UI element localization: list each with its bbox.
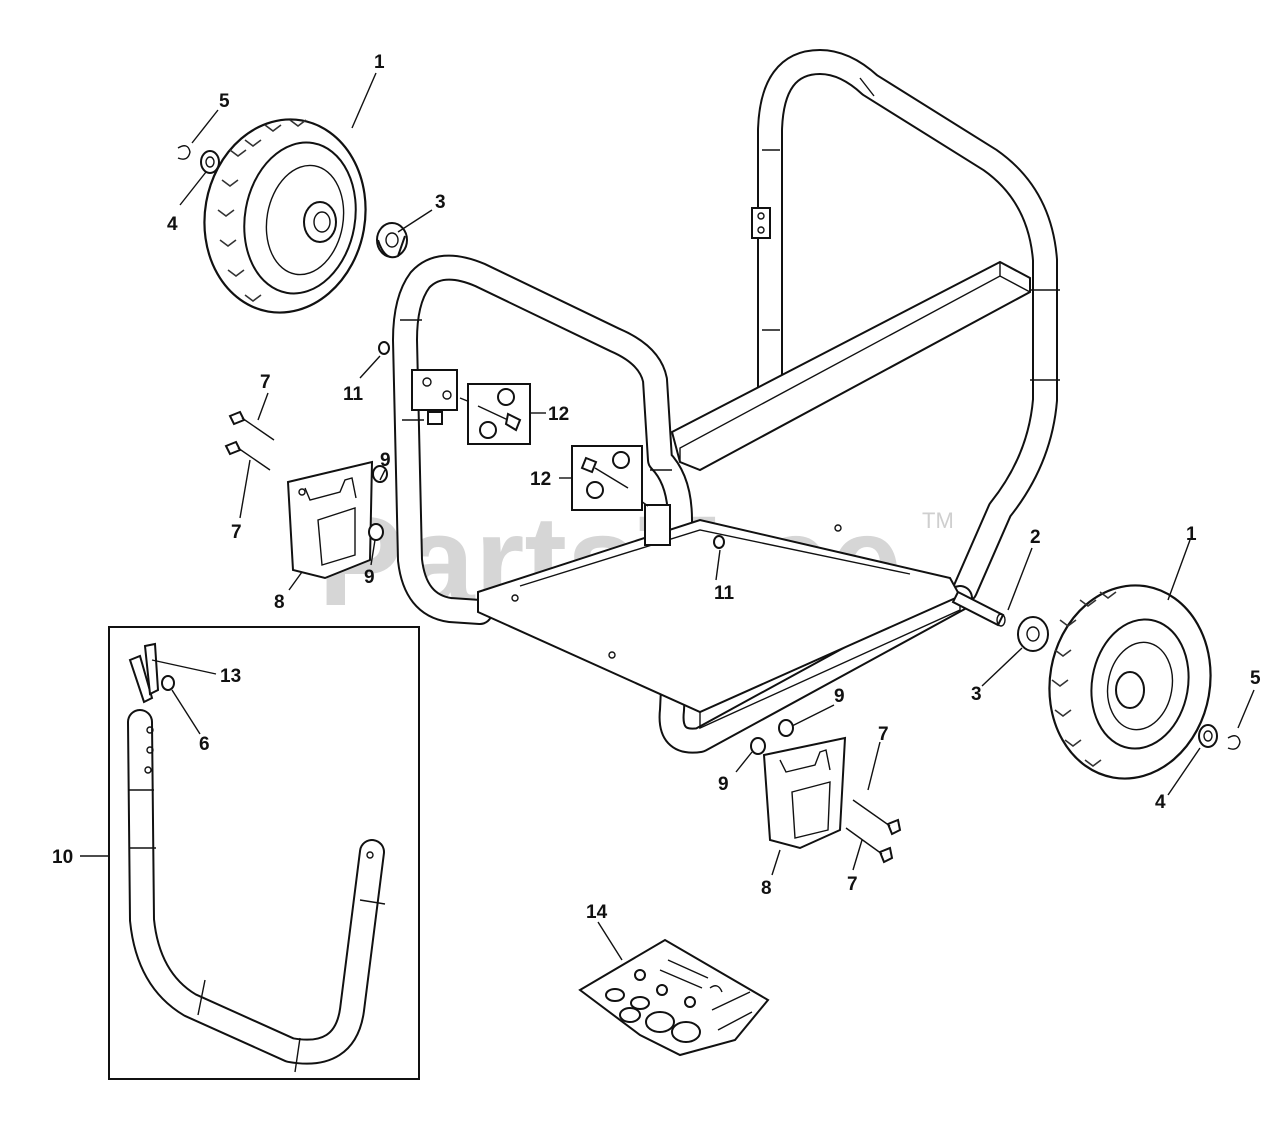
callout-9: 9: [364, 567, 375, 588]
clip-upper: [177, 145, 191, 160]
bolt-left-upper: [228, 410, 275, 441]
callout-9: 9: [380, 450, 391, 471]
callout-3: 3: [435, 192, 446, 213]
hardware-kit-box-upper: [467, 383, 531, 445]
callout-4: 4: [167, 214, 178, 235]
callout-12: 12: [530, 469, 551, 490]
nut-left-upper: [372, 465, 388, 483]
nut-right-upper: [778, 719, 794, 737]
foot-right: [762, 736, 847, 850]
callout-12: 12: [548, 404, 569, 425]
hardware-bag: [578, 938, 770, 1057]
handle-bracket: [751, 207, 771, 239]
callout-7: 7: [847, 874, 858, 895]
handle-inset-box: [108, 626, 420, 1080]
callout-labels: 1 1 2 3 3 4 4 5 5 6 7 7 7 7 8 8 9 9 9 9 …: [52, 52, 1261, 923]
callout-11: 11: [343, 384, 364, 405]
bolt-right-lower: [845, 827, 894, 864]
callout-7: 7: [260, 372, 271, 393]
nut-11-lower: [713, 535, 725, 549]
axle: [951, 590, 1006, 627]
spacer-upper: [376, 222, 408, 259]
callout-4: 4: [1155, 792, 1166, 813]
rear-bracket: [627, 491, 671, 546]
callout-9: 9: [834, 686, 845, 707]
callout-1: 1: [1186, 524, 1197, 545]
callout-11: 11: [714, 583, 735, 604]
callout-5: 5: [219, 91, 230, 112]
callout-1: 1: [374, 52, 385, 73]
watermark-trademark: TM: [922, 508, 954, 533]
washer-upper: [200, 150, 220, 174]
callout-8: 8: [761, 878, 772, 899]
leader-lines: [80, 72, 1255, 961]
nut-11-upper: [378, 341, 390, 355]
callout-8: 8: [274, 592, 285, 613]
callout-13: 13: [220, 666, 241, 687]
frame: [392, 49, 1060, 754]
nut-right-lower: [750, 737, 766, 755]
callout-6: 6: [199, 734, 210, 755]
callout-5: 5: [1250, 668, 1261, 689]
callout-3: 3: [971, 684, 982, 705]
callout-7: 7: [231, 522, 242, 543]
washer-lower: [1198, 724, 1218, 748]
callout-9: 9: [718, 774, 729, 795]
bolt-left-lower: [224, 440, 271, 471]
wheel-lower-right: [1048, 584, 1212, 780]
nut-left-lower: [368, 523, 384, 541]
bolt-right-upper: [852, 799, 902, 836]
hardware-kit-box-lower: [571, 445, 643, 511]
callout-10: 10: [52, 847, 73, 868]
foot-left: [286, 460, 374, 580]
callout-7: 7: [878, 724, 889, 745]
spacer-lower: [1017, 616, 1049, 652]
front-bracket: [411, 369, 516, 425]
callout-2: 2: [1030, 527, 1041, 548]
callout-14: 14: [586, 902, 608, 923]
cross-beam: [670, 260, 1031, 472]
wheel-upper-left: [203, 118, 367, 314]
clip-lower: [1227, 735, 1241, 750]
